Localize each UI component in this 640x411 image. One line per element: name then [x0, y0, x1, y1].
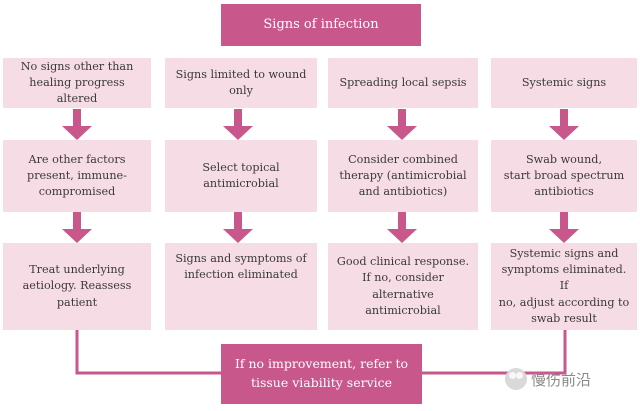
column-2-outcome: Signs and symptoms of infection eliminat…	[165, 243, 317, 330]
arrow-down-icon	[223, 212, 253, 243]
column-1-header-text: No signs other than healing progress alt…	[20, 59, 134, 106]
watermark: 慢伤前沿	[505, 368, 591, 390]
arrow-down-icon	[549, 212, 579, 243]
arrow-down-icon	[387, 212, 417, 243]
column-2-header: Signs limited to wound only	[165, 58, 317, 108]
watermark-text: 慢伤前沿	[531, 370, 592, 389]
arrow-down-icon	[223, 109, 253, 140]
column-1-action-text: Are other factors present, immune- compr…	[27, 152, 127, 199]
column-2-action-text: Select topical antimicrobial	[202, 160, 280, 190]
column-4-action-text: Swab wound, start broad spectrum antibio…	[503, 152, 625, 199]
column-3-action-text: Consider combined therapy (antimicrobial…	[339, 152, 467, 199]
column-3-header-text: Spreading local sepsis	[339, 75, 467, 89]
connector-right	[422, 330, 567, 375]
column-4-outcome-text: Systemic signs and symptoms eliminated. …	[498, 246, 630, 325]
column-1-outcome: Treat underlying aetiology. Reassess pat…	[3, 243, 151, 330]
diagram-title-text: Signs of infection	[263, 16, 379, 32]
column-4-outcome: Systemic signs and symptoms eliminated. …	[491, 243, 637, 330]
column-1-outcome-text: Treat underlying aetiology. Reassess pat…	[22, 263, 132, 309]
wechat-logo-icon	[505, 368, 527, 390]
column-4-header-text: Systemic signs	[521, 75, 607, 89]
column-1-action: Are other factors present, immune- compr…	[3, 140, 151, 212]
arrow-down-icon	[387, 109, 417, 140]
diagram-title: Signs of infection	[221, 4, 421, 46]
column-2-outcome-text: Signs and symptoms of infection eliminat…	[175, 252, 307, 282]
column-4-action: Swab wound, start broad spectrum antibio…	[491, 140, 637, 212]
column-3-outcome-text: Good clinical response. If no, consider …	[336, 255, 470, 317]
arrow-down-icon	[62, 109, 92, 140]
arrow-down-icon	[549, 109, 579, 140]
column-1-header: No signs other than healing progress alt…	[3, 58, 151, 108]
column-2-action: Select topical antimicrobial	[165, 140, 317, 212]
column-3-outcome: Good clinical response. If no, consider …	[328, 243, 478, 330]
arrow-down-icon	[62, 212, 92, 243]
column-3-action: Consider combined therapy (antimicrobial…	[328, 140, 478, 212]
column-3-header: Spreading local sepsis	[328, 58, 478, 108]
final-referral-text: If no improvement, refer to tissue viabi…	[234, 356, 409, 390]
column-4-header: Systemic signs	[491, 58, 637, 108]
final-referral-box: If no improvement, refer to tissue viabi…	[221, 344, 422, 404]
connector-left	[75, 330, 222, 375]
column-2-header-text: Signs limited to wound only	[175, 67, 307, 97]
